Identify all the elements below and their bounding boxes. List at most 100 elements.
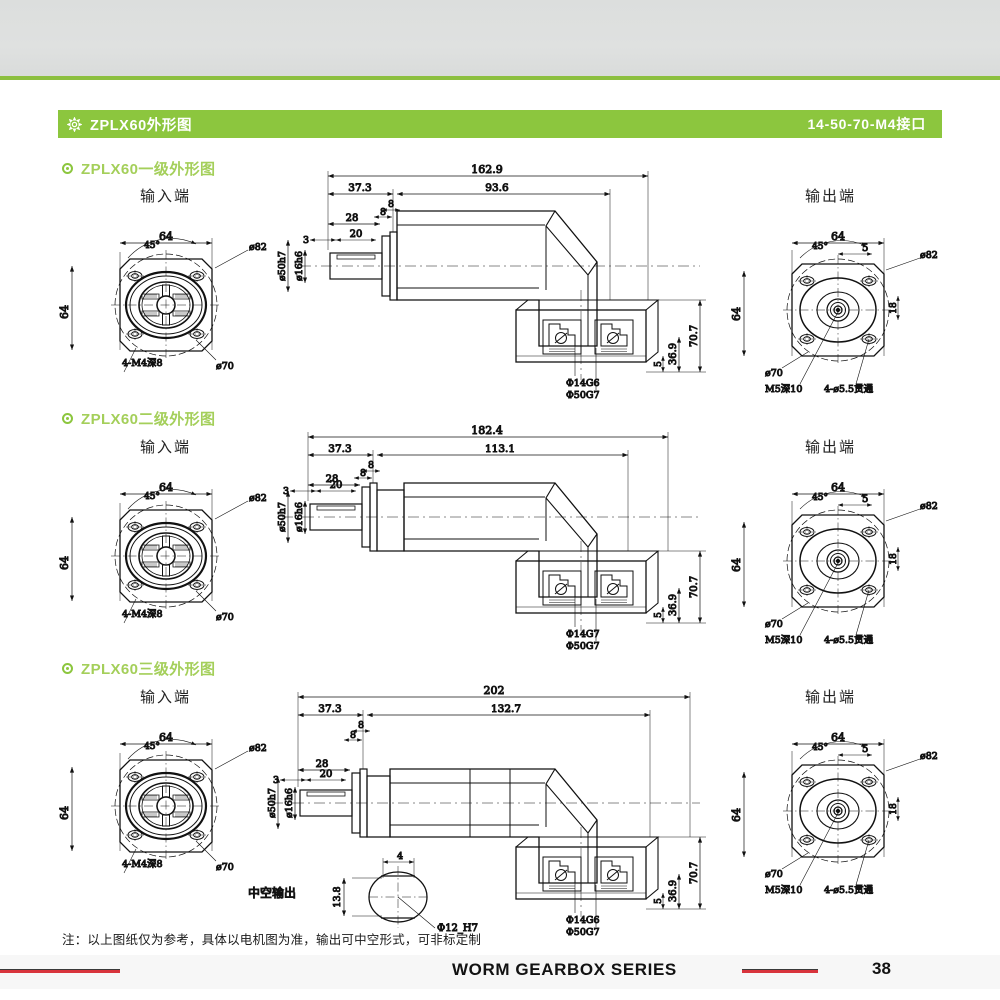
drawing-stage2-input: 64 64 45° ø82 4-M4深8 ø70: [58, 481, 268, 624]
page-title: ZPLX60外形图: [90, 117, 193, 134]
dim-total-stage3: 202: [484, 684, 505, 697]
svg-text:Φ50G7: Φ50G7: [566, 390, 600, 401]
svg-text:ø70: ø70: [765, 869, 783, 880]
dim-body-stage1: 93.6: [485, 182, 509, 194]
hollow-output-label: 中空输出: [248, 885, 296, 900]
svg-text:8: 8: [388, 199, 394, 210]
svg-text:28: 28: [326, 474, 339, 485]
svg-text:3: 3: [303, 235, 309, 246]
interface-spec: 14-50-70-M4接口: [807, 116, 926, 132]
svg-text:3: 3: [273, 775, 279, 786]
svg-text:ø82: ø82: [249, 743, 267, 754]
input-end-label-stage1: 输入端: [140, 187, 192, 205]
svg-text:45°: 45°: [144, 492, 160, 502]
svg-text:70.7: 70.7: [689, 325, 700, 347]
top-green-rule: [0, 76, 1000, 80]
svg-text:64: 64: [159, 731, 173, 744]
dim-total-stage1: 162.9: [471, 163, 503, 176]
section-heading-stage2: ZPLX60二级外形图: [62, 408, 215, 429]
drawing-stage1-output: 64 64 45° 5 18 ø82 ø70 M5深10 4-ø5.5贯通: [730, 230, 939, 396]
svg-text:4-M4深8: 4-M4深8: [122, 859, 163, 870]
svg-text:5: 5: [654, 898, 664, 904]
svg-text:ø70: ø70: [765, 619, 783, 630]
svg-text:45°: 45°: [812, 493, 828, 503]
svg-text:M5深10: M5深10: [765, 635, 802, 646]
svg-text:ø82: ø82: [249, 493, 267, 504]
dim-body-stage3: 132.7: [491, 703, 521, 715]
drawing-stage2-output: 64 64 45° 5 18 ø82 ø70 M5深10 4-ø5.5贯通: [730, 481, 939, 647]
page-title-bar: ZPLX60外形图 14-50-70-M4接口: [58, 110, 942, 138]
svg-text:5: 5: [862, 494, 868, 505]
svg-text:8: 8: [350, 730, 356, 741]
svg-text:45°: 45°: [812, 743, 828, 753]
svg-text:37.3: 37.3: [318, 703, 341, 715]
svg-text:ø16h6: ø16h6: [284, 788, 295, 818]
footer-series-title: WORM GEARBOX SERIES: [452, 960, 677, 979]
drawing-stage3-input: 64 64 45° ø82 4-M4深8 ø70: [58, 731, 268, 874]
drawing-stage1-side: 162.9 37.3 93.6 8 8 28 3 20 ø50h7 ø16h6 …: [277, 163, 706, 402]
svg-text:20: 20: [350, 229, 363, 240]
section-heading-stage3: ZPLX60三级外形图: [62, 658, 215, 679]
output-end-label-stage3: 输出端: [805, 688, 857, 706]
svg-text:64: 64: [831, 230, 845, 243]
svg-text:5: 5: [654, 612, 664, 618]
drawing-stage2-side: 182.4 37.3 113.1 8 8 28 3 20 ø50h7 ø16h6…: [277, 424, 706, 653]
svg-text:Φ14G6: Φ14G6: [566, 378, 600, 389]
svg-text:70.7: 70.7: [689, 862, 700, 884]
svg-text:4-ø5.5贯通: 4-ø5.5贯通: [824, 885, 874, 896]
svg-text:18: 18: [889, 803, 899, 815]
svg-text:20: 20: [330, 480, 343, 491]
svg-text:18: 18: [889, 553, 899, 565]
svg-text:36.9: 36.9: [668, 880, 679, 902]
svg-text:ø16h6: ø16h6: [294, 251, 305, 281]
svg-text:ø70: ø70: [216, 862, 234, 873]
svg-text:13.8: 13.8: [332, 886, 343, 907]
svg-text:Φ14G7: Φ14G7: [566, 629, 600, 640]
footer-rule-mid: [742, 969, 818, 973]
dim-body-stage2: 113.1: [485, 443, 515, 455]
hollow-output-detail: 中空输出 13.8 4 Φ12_H7: [248, 851, 479, 935]
gear-icon: [67, 116, 82, 132]
svg-text:ø50h7: ø50h7: [277, 502, 288, 532]
bullet-icon: [62, 163, 73, 174]
svg-text:64: 64: [730, 808, 743, 822]
drawing-stage1-input: 64 64 45° ø82 4-M4深8 ø70: [58, 230, 268, 373]
svg-text:8: 8: [380, 207, 386, 218]
svg-text:ø50h7: ø50h7: [277, 251, 288, 281]
section-title-stage3: ZPLX60三级外形图: [81, 661, 216, 678]
svg-text:M5深10: M5深10: [765, 384, 802, 395]
svg-text:37.3: 37.3: [348, 182, 371, 194]
svg-text:4: 4: [397, 851, 403, 862]
svg-text:45°: 45°: [144, 241, 160, 251]
svg-text:37.3: 37.3: [328, 443, 351, 455]
svg-text:ø70: ø70: [216, 612, 234, 623]
svg-text:M5深10: M5深10: [765, 885, 802, 896]
section-title-stage2: ZPLX60二级外形图: [81, 411, 216, 428]
drawing-stage3-side: 202 37.3 132.7 8 8 28 3 20 ø50h7 ø16h6 7…: [267, 684, 706, 939]
svg-text:64: 64: [159, 230, 173, 243]
bullet-icon: [62, 413, 73, 424]
output-end-label-stage2: 输出端: [805, 438, 857, 456]
input-end-label-stage2: 输入端: [140, 438, 192, 456]
svg-text:64: 64: [58, 305, 71, 319]
svg-text:4-ø5.5贯通: 4-ø5.5贯通: [824, 635, 874, 646]
svg-text:4-ø5.5贯通: 4-ø5.5贯通: [824, 384, 874, 395]
svg-text:64: 64: [730, 558, 743, 572]
svg-text:5: 5: [862, 744, 868, 755]
section-heading-stage1: ZPLX60一级外形图: [62, 158, 215, 179]
svg-text:20: 20: [320, 769, 333, 780]
top-decorative-band: [0, 0, 1000, 78]
svg-text:ø70: ø70: [216, 361, 234, 372]
svg-text:36.9: 36.9: [668, 343, 679, 365]
output-end-label-stage1: 输出端: [805, 187, 857, 205]
drawing-stage3-output: 64 64 45° 5 18 ø82 ø70 M5深10 4-ø5.5贯通: [730, 731, 939, 897]
svg-text:45°: 45°: [812, 242, 828, 252]
svg-text:64: 64: [730, 307, 743, 321]
footer-rule-left: [0, 969, 120, 973]
svg-text:Φ50G7: Φ50G7: [566, 927, 600, 938]
svg-text:64: 64: [58, 806, 71, 820]
svg-text:Φ14G6: Φ14G6: [566, 915, 600, 926]
svg-text:ø16h6: ø16h6: [294, 502, 305, 532]
title-left-group: ZPLX60外形图: [58, 114, 192, 135]
svg-text:8: 8: [358, 720, 364, 731]
